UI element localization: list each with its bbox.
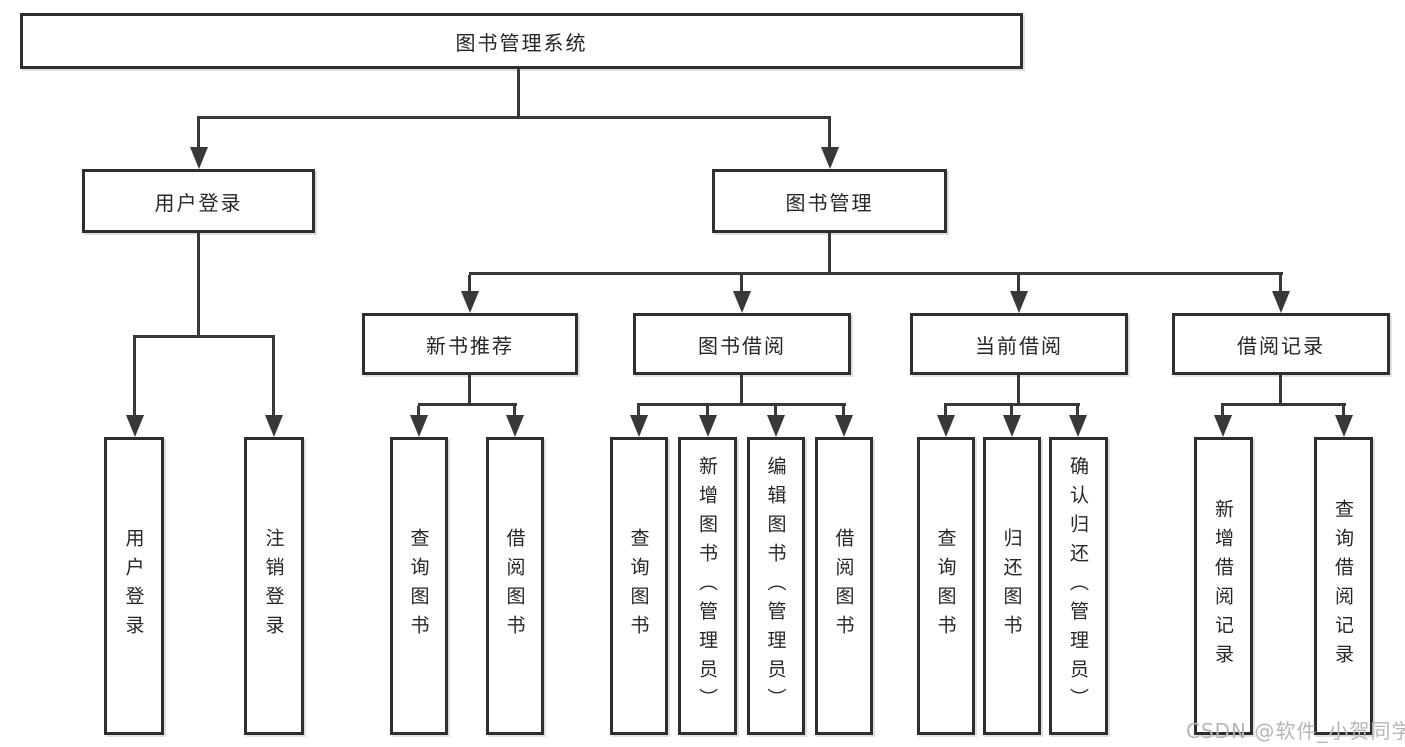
leaf-query-book-1: 查询图书 bbox=[390, 437, 448, 735]
connector-userlogin-drop-2 bbox=[272, 338, 275, 415]
arrowhead-query-book-3 bbox=[937, 415, 955, 437]
leaf-edit-book-admin: 编辑图书（管理员） bbox=[747, 437, 805, 735]
connector-userlogin-rail bbox=[133, 335, 275, 338]
connector-root-stem bbox=[517, 69, 520, 119]
connector-borrowrecord-drop-1 bbox=[1221, 406, 1224, 415]
arrowhead-edit-book bbox=[767, 415, 785, 437]
arrowhead-confirm-return bbox=[1069, 415, 1087, 437]
arrowhead-return-book bbox=[1003, 415, 1021, 437]
leaf-query-borrow-record: 查询借阅记录 bbox=[1314, 437, 1373, 735]
arrowhead-query-book-1 bbox=[410, 415, 428, 437]
leaf-label: 注销登录 bbox=[262, 528, 285, 644]
leaf-label: 查询图书 bbox=[407, 528, 430, 644]
connector-bookmgmt-drop-1 bbox=[468, 275, 471, 291]
connector-bookmgmt-drop-3 bbox=[1017, 275, 1020, 291]
arrowhead-borrow-book-1 bbox=[506, 415, 524, 437]
leaf-query-book-3: 查询图书 bbox=[917, 437, 975, 735]
arrowhead-current-borrow bbox=[1010, 291, 1028, 313]
arrowhead-add-book bbox=[699, 415, 717, 437]
connector-bookmgmt-drop-4 bbox=[1279, 275, 1282, 291]
connector-userlogin-drop-1 bbox=[133, 338, 136, 415]
arrowhead-query-record bbox=[1335, 415, 1353, 437]
connector-currentborrow-rail bbox=[944, 403, 1080, 406]
node-new-book-rec: 新书推荐 bbox=[362, 313, 578, 375]
connector-bookborrow-rail bbox=[637, 403, 846, 406]
connector-newbook-stem bbox=[468, 375, 471, 405]
leaf-label: 借阅图书 bbox=[832, 528, 855, 644]
connector-userlogin-stem bbox=[197, 233, 200, 335]
connector-bookborrow-drop-2 bbox=[706, 406, 709, 415]
watermark: CSDN @软件_小贺同学 bbox=[1186, 719, 1405, 743]
connector-borrowrecord-rail bbox=[1221, 403, 1346, 406]
arrowhead-logout-leaf bbox=[265, 415, 283, 437]
connector-currentborrow-stem bbox=[1017, 375, 1020, 405]
leaf-label: 归还图书 bbox=[1000, 528, 1023, 644]
leaf-label: 编辑图书（管理员） bbox=[764, 455, 787, 717]
connector-bookmgmt-rail bbox=[469, 272, 1283, 275]
leaf-return-book: 归还图书 bbox=[983, 437, 1041, 735]
arrowhead-user-login bbox=[190, 147, 208, 169]
node-book-mgmt: 图书管理 bbox=[712, 169, 947, 233]
arrowhead-add-record bbox=[1214, 415, 1232, 437]
leaf-logout: 注销登录 bbox=[244, 437, 304, 735]
arrowhead-borrow-record bbox=[1272, 291, 1290, 313]
node-root-system: 图书管理系统 bbox=[20, 13, 1023, 69]
connector-bookborrow-drop-1 bbox=[637, 406, 640, 415]
connector-bookborrow-stem bbox=[740, 375, 743, 405]
leaf-confirm-return-admin: 确认归还（管理员） bbox=[1049, 437, 1108, 735]
connector-bookborrow-drop-3 bbox=[774, 406, 777, 415]
connector-bookmgmt-drop-2 bbox=[740, 275, 743, 291]
node-book-borrow: 图书借阅 bbox=[633, 313, 851, 375]
connector-borrowrecord-drop-2 bbox=[1342, 406, 1345, 415]
leaf-add-borrow-record: 新增借阅记录 bbox=[1194, 437, 1253, 735]
node-current-borrow: 当前借阅 bbox=[910, 313, 1128, 375]
node-borrow-record: 借阅记录 bbox=[1172, 313, 1390, 375]
connector-root-drop-right bbox=[828, 119, 831, 147]
leaf-label: 新增图书（管理员） bbox=[696, 455, 718, 717]
leaf-borrow-book-1: 借阅图书 bbox=[486, 437, 544, 735]
node-user-login: 用户登录 bbox=[82, 169, 315, 233]
leaf-add-book-admin: 新增图书（管理员） bbox=[678, 437, 737, 735]
arrowhead-book-borrow bbox=[733, 291, 751, 313]
leaf-label: 查询图书 bbox=[627, 528, 650, 644]
leaf-label: 用户登录 bbox=[122, 528, 145, 644]
leaf-label: 查询借阅记录 bbox=[1332, 499, 1354, 673]
arrowhead-book-mgmt bbox=[821, 147, 839, 169]
connector-bookmgmt-stem bbox=[828, 233, 831, 275]
connector-newbook-drop-2 bbox=[513, 406, 516, 415]
arrowhead-query-book-2 bbox=[630, 415, 648, 437]
connector-currentborrow-drop-1 bbox=[944, 406, 947, 415]
leaf-label: 确认归还（管理员） bbox=[1067, 455, 1089, 717]
leaf-query-book-2: 查询图书 bbox=[610, 437, 668, 735]
connector-bookborrow-drop-4 bbox=[842, 406, 845, 415]
leaf-user-login: 用户登录 bbox=[104, 437, 164, 735]
connector-currentborrow-drop-2 bbox=[1010, 406, 1013, 415]
arrowhead-login-leaf bbox=[126, 415, 144, 437]
leaf-label: 借阅图书 bbox=[503, 528, 526, 644]
connector-root-drop-left bbox=[197, 119, 200, 147]
connector-root-rail bbox=[197, 116, 831, 119]
connector-currentborrow-drop-3 bbox=[1076, 406, 1079, 415]
connector-newbook-rail bbox=[418, 403, 517, 406]
leaf-label: 查询图书 bbox=[934, 528, 957, 644]
connector-borrowrecord-stem bbox=[1279, 375, 1282, 405]
leaf-borrow-book-2: 借阅图书 bbox=[815, 437, 873, 735]
connector-newbook-drop-1 bbox=[417, 406, 420, 415]
leaf-label: 新增借阅记录 bbox=[1212, 499, 1234, 673]
arrowhead-new-book bbox=[461, 291, 479, 313]
arrowhead-borrow-book-2 bbox=[835, 415, 853, 437]
